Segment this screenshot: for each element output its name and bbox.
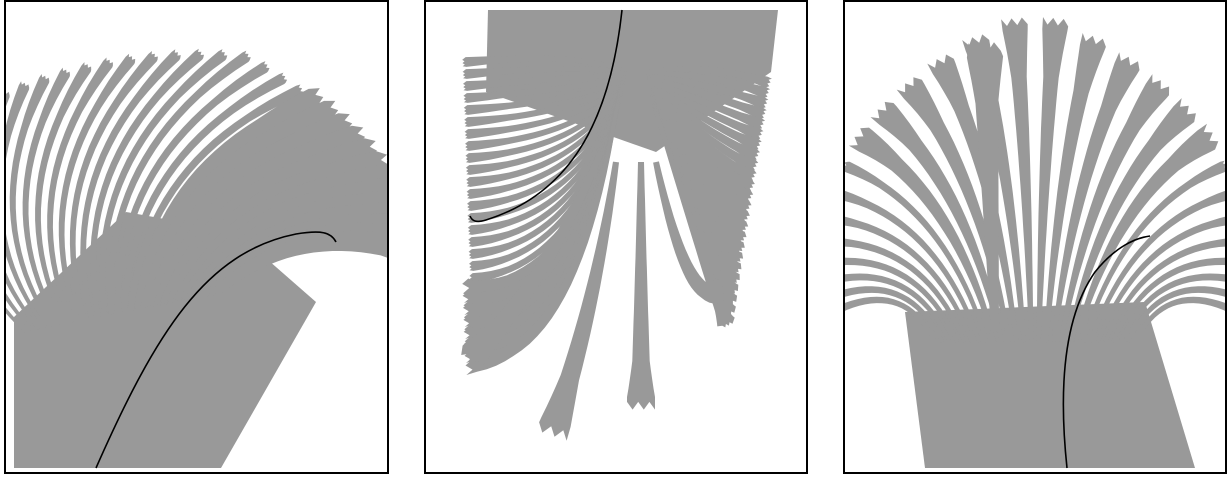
fan-figure-left [6, 2, 387, 472]
fan-figure-panel-left [4, 0, 389, 474]
fan-figure-panel-middle [424, 0, 808, 474]
frond [627, 162, 655, 410]
fan-figure-middle [426, 2, 806, 472]
fan-figure-panel-right [843, 0, 1227, 474]
fan-figure-right [845, 2, 1225, 472]
